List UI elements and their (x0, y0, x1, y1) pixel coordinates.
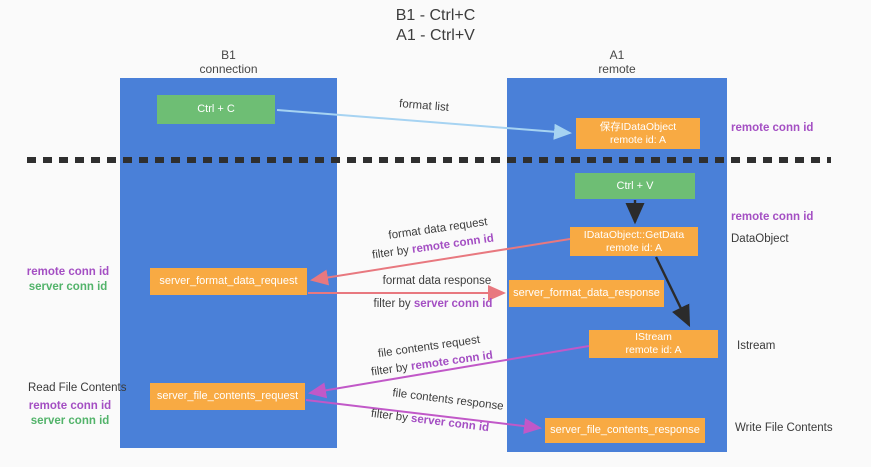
idataobject-getdata-box: IDataObject::GetData remote id: A (570, 227, 698, 256)
left-server-conn-id-bottom: server conn id (30, 415, 110, 427)
save-idataobject-box: 保存IDataObject remote id: A (576, 118, 700, 149)
getdata-line1: IDataObject::GetData (583, 228, 685, 241)
server-format-data-request-box: server_format_data_request (150, 268, 307, 295)
server-file-contents-response-box: server_file_contents_response (545, 418, 705, 443)
getdata-line2: remote id: A (605, 241, 663, 254)
format-data-response-filter-label: filter by server conn id (373, 298, 493, 310)
istream-line1: IStream (635, 331, 672, 343)
save-idataobject-line2: remote id: A (609, 133, 667, 146)
format-list-label: format list (398, 98, 450, 114)
left-remote-conn-id-top: remote conn id (26, 266, 110, 278)
right-column-name: A1 (609, 48, 625, 62)
right-column-header: A1 remote (507, 48, 727, 76)
right-remote-conn-id-top: remote conn id (731, 122, 814, 134)
istream-box: IStream remote id: A (589, 330, 718, 358)
title-line-1: B1 - Ctrl+C (395, 7, 476, 24)
dataobject-label: DataObject (731, 233, 789, 245)
server-format-data-response-label: server_format_data_response (513, 287, 660, 299)
ctrl-v-label: Ctrl + V (616, 179, 654, 192)
left-column-name: B1 (221, 48, 236, 62)
left-column-header: B1 connection (120, 48, 337, 76)
save-idataobject-line1: 保存IDataObject (599, 120, 677, 133)
ctrl-c-label: Ctrl + C (197, 103, 235, 115)
server-file-contents-request-label: server_file_contents_request (156, 390, 299, 402)
ctrl-v-box: Ctrl + V (575, 173, 695, 199)
server-file-contents-request-box: server_file_contents_request (150, 383, 305, 410)
file-contents-response-filter-label: filter by server conn id (370, 407, 490, 435)
read-file-contents-label: Read File Contents (28, 382, 127, 394)
left-column-subtitle: connection (199, 62, 258, 76)
istream-side-label: Istream (737, 340, 776, 352)
title-line-2: A1 - Ctrl+V (396, 27, 475, 44)
write-file-contents-label: Write File Contents (735, 422, 833, 434)
server-file-contents-response-label: server_file_contents_response (550, 424, 700, 436)
server-format-data-response-box: server_format_data_response (509, 280, 664, 307)
ctrl-c-box: Ctrl + C (157, 95, 275, 124)
format-data-response-label: format data response (382, 275, 492, 287)
left-server-conn-id-top: server conn id (28, 281, 108, 293)
right-column-subtitle: remote (598, 62, 636, 76)
istream-line2: remote id: A (625, 344, 682, 356)
left-remote-conn-id-bottom: remote conn id (28, 400, 112, 412)
diagram-title: B1 - Ctrl+C A1 - Ctrl+V (0, 6, 871, 46)
left-conn-id-pair-top: remote conn id server conn id (22, 265, 114, 295)
file-contents-response-label: file contents response (391, 387, 505, 413)
left-conn-id-pair-bottom: remote conn id server conn id (26, 399, 114, 429)
right-remote-conn-id-middle: remote conn id (731, 211, 814, 223)
server-format-data-request-label: server_format_data_request (159, 275, 298, 287)
